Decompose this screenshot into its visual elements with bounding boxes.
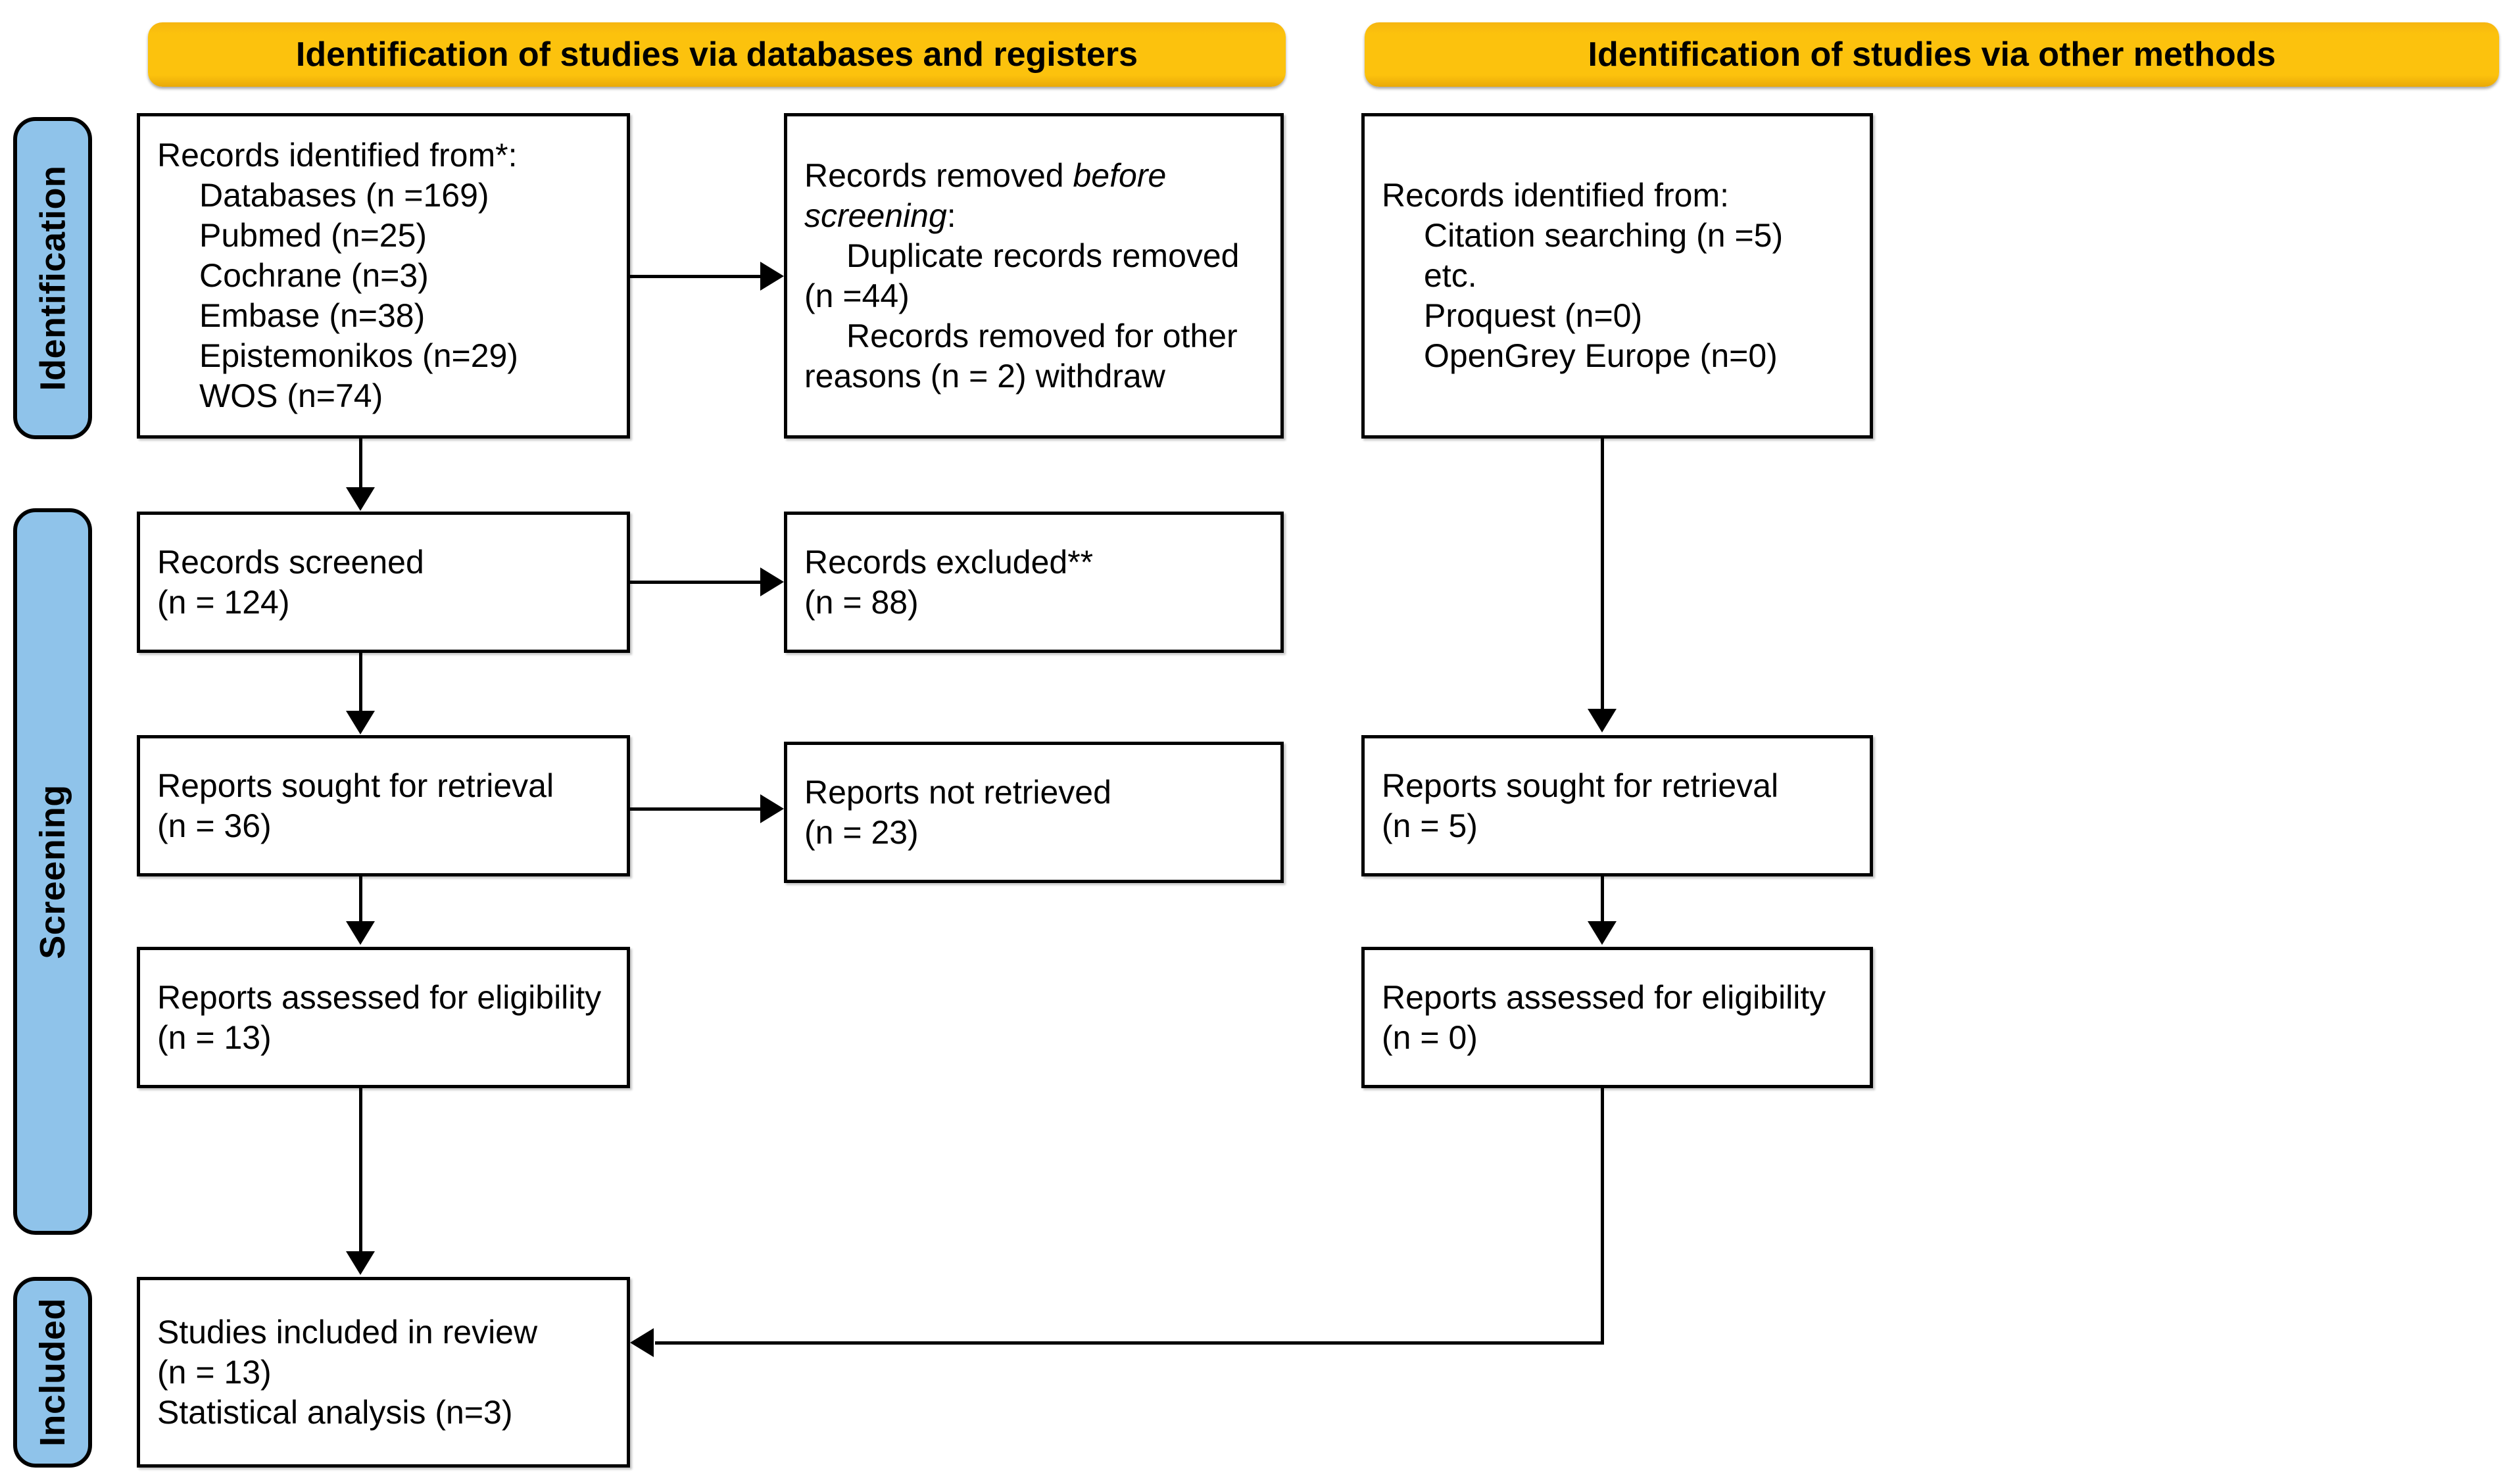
text-line: Proquest (n=0) xyxy=(1424,297,1643,334)
banner-databases-registers-label: Identification of studies via databases … xyxy=(295,36,1138,74)
box-reports-sought-for-retrieval-other-text: Reports sought for retrieval (n = 5) xyxy=(1365,766,1870,846)
stage-label-identification-text: Identification xyxy=(33,165,72,391)
connector-screened-to-reports-sought xyxy=(359,652,362,712)
connector-other-identified-to-sought xyxy=(1601,437,1604,710)
text-fragment-italic: screening xyxy=(804,197,947,234)
connector-identified-to-removed xyxy=(628,275,761,278)
text-line: Reports sought for retrieval xyxy=(157,767,554,804)
text-line: (n = 23) xyxy=(804,813,919,851)
text-line: (n = 88) xyxy=(804,583,919,621)
box-records-screened: Records screened (n = 124) xyxy=(137,512,630,653)
text-line: OpenGrey Europe (n=0) xyxy=(1424,337,1778,374)
text-line: WOS (n=74) xyxy=(199,377,383,414)
text-fragment-italic: before xyxy=(1073,156,1167,194)
arrowhead-other-assessed-to-included xyxy=(630,1328,654,1357)
box-studies-included-in-review: Studies included in review (n = 13) Stat… xyxy=(137,1277,630,1468)
text-line: etc. xyxy=(1424,257,1477,294)
box-records-identified-other-methods-text: Records identified from: Citation search… xyxy=(1365,176,1870,376)
connector-sought-to-not-retrieved xyxy=(628,807,761,811)
text-line: Reports not retrieved xyxy=(804,773,1111,811)
text-line: (n = 36) xyxy=(157,807,272,844)
banner-databases-registers: Identification of studies via databases … xyxy=(148,22,1286,87)
text-line: (n = 5) xyxy=(1382,807,1478,844)
text-line: Records identified from*: xyxy=(157,137,518,174)
text-line: Epistemonikos (n=29) xyxy=(199,337,518,374)
box-records-identified-databases: Records identified from*: Databases (n =… xyxy=(137,113,630,439)
arrowhead-screened-to-excluded xyxy=(760,567,784,596)
connector-identified-to-removed-stub xyxy=(628,275,631,278)
stage-label-screening-text: Screening xyxy=(33,784,72,959)
connector-assessed-to-included xyxy=(359,1087,362,1253)
banner-other-methods: Identification of studies via other meth… xyxy=(1365,22,2499,87)
box-reports-assessed-for-eligibility-databases-text: Reports assessed for eligibility (n = 13… xyxy=(140,978,627,1058)
box-records-identified-databases-text: Records identified from*: Databases (n =… xyxy=(140,135,627,416)
box-reports-assessed-for-eligibility-other-text: Reports assessed for eligibility (n = 0) xyxy=(1365,978,1870,1058)
box-reports-not-retrieved-databases-text: Reports not retrieved (n = 23) xyxy=(787,773,1280,853)
box-reports-assessed-for-eligibility-other: Reports assessed for eligibility (n = 0) xyxy=(1361,947,1873,1088)
text-line: Cochrane (n=3) xyxy=(199,257,429,294)
box-reports-sought-for-retrieval-databases: Reports sought for retrieval (n = 36) xyxy=(137,735,630,876)
text-line: (n = 124) xyxy=(157,583,290,621)
text-line: Records excluded** xyxy=(804,543,1094,581)
box-reports-not-retrieved-databases: Reports not retrieved (n = 23) xyxy=(784,742,1284,883)
text-fragment: : xyxy=(946,197,956,234)
text-line: Records identified from: xyxy=(1382,177,1730,214)
arrowhead-assessed-to-included xyxy=(346,1251,375,1275)
text-line: reasons (n = 2) withdraw xyxy=(804,357,1165,395)
text-line: (n = 13) xyxy=(157,1353,272,1391)
arrowhead-other-identified-to-sought xyxy=(1588,709,1617,732)
arrowhead-screened-to-reports-sought xyxy=(346,711,375,734)
connector-identified-to-screened xyxy=(359,437,362,489)
arrowhead-sought-to-not-retrieved xyxy=(760,794,784,823)
connector-other-assessed-to-included xyxy=(655,1341,1604,1345)
stage-label-included-text: Included xyxy=(33,1297,73,1447)
text-line: screening: xyxy=(804,196,1263,236)
arrowhead-identified-to-removed xyxy=(760,262,784,291)
stage-label-identification: Identification xyxy=(13,117,92,439)
connector-other-sought-to-assessed xyxy=(1601,875,1604,922)
text-line: Duplicate records removed xyxy=(846,237,1240,274)
text-line: Reports assessed for eligibility xyxy=(1382,978,1826,1016)
banner-other-methods-label: Identification of studies via other meth… xyxy=(1588,36,2276,74)
text-line: Databases (n =169) xyxy=(199,177,489,214)
text-line: Pubmed (n=25) xyxy=(199,217,427,254)
box-records-identified-other-methods: Records identified from: Citation search… xyxy=(1361,113,1873,439)
box-records-removed-before-screening-text: Records removed before screening: Duplic… xyxy=(787,156,1280,396)
arrowhead-identified-to-screened xyxy=(346,487,375,511)
text-line: Studies included in review xyxy=(157,1313,538,1351)
stage-label-screening: Screening xyxy=(13,508,92,1235)
box-studies-included-in-review-text: Studies included in review (n = 13) Stat… xyxy=(140,1312,627,1433)
text-line: Records removed for other xyxy=(846,317,1238,354)
text-line: (n = 13) xyxy=(157,1018,272,1056)
text-line: Citation searching (n =5) xyxy=(1424,217,1784,254)
box-records-excluded-text: Records excluded** (n = 88) xyxy=(787,542,1280,623)
connector-screened-to-excluded xyxy=(628,581,761,584)
text-line: Reports assessed for eligibility xyxy=(157,978,602,1016)
stage-label-included: Included xyxy=(13,1277,92,1468)
text-line: (n =44) xyxy=(804,277,910,314)
text-line: Statistical analysis (n=3) xyxy=(157,1393,513,1431)
text-line: Records removed before xyxy=(804,156,1263,196)
text-fragment: Records removed xyxy=(804,156,1073,194)
box-records-screened-text: Records screened (n = 124) xyxy=(140,542,627,623)
text-line: Records screened xyxy=(157,543,424,581)
arrowhead-sought-to-assessed xyxy=(346,921,375,945)
connector-sought-to-assessed xyxy=(359,875,362,922)
box-records-excluded: Records excluded** (n = 88) xyxy=(784,512,1284,653)
box-records-removed-before-screening: Records removed before screening: Duplic… xyxy=(784,113,1284,439)
connector-other-assessed-down xyxy=(1601,1087,1604,1345)
box-reports-sought-for-retrieval-other: Reports sought for retrieval (n = 5) xyxy=(1361,735,1873,876)
text-line: Embase (n=38) xyxy=(199,297,426,334)
text-line: Reports sought for retrieval xyxy=(1382,767,1779,804)
arrowhead-other-sought-to-assessed xyxy=(1588,921,1617,945)
box-reports-assessed-for-eligibility-databases: Reports assessed for eligibility (n = 13… xyxy=(137,947,630,1088)
text-line: (n = 0) xyxy=(1382,1018,1478,1056)
box-reports-sought-for-retrieval-databases-text: Reports sought for retrieval (n = 36) xyxy=(140,766,627,846)
